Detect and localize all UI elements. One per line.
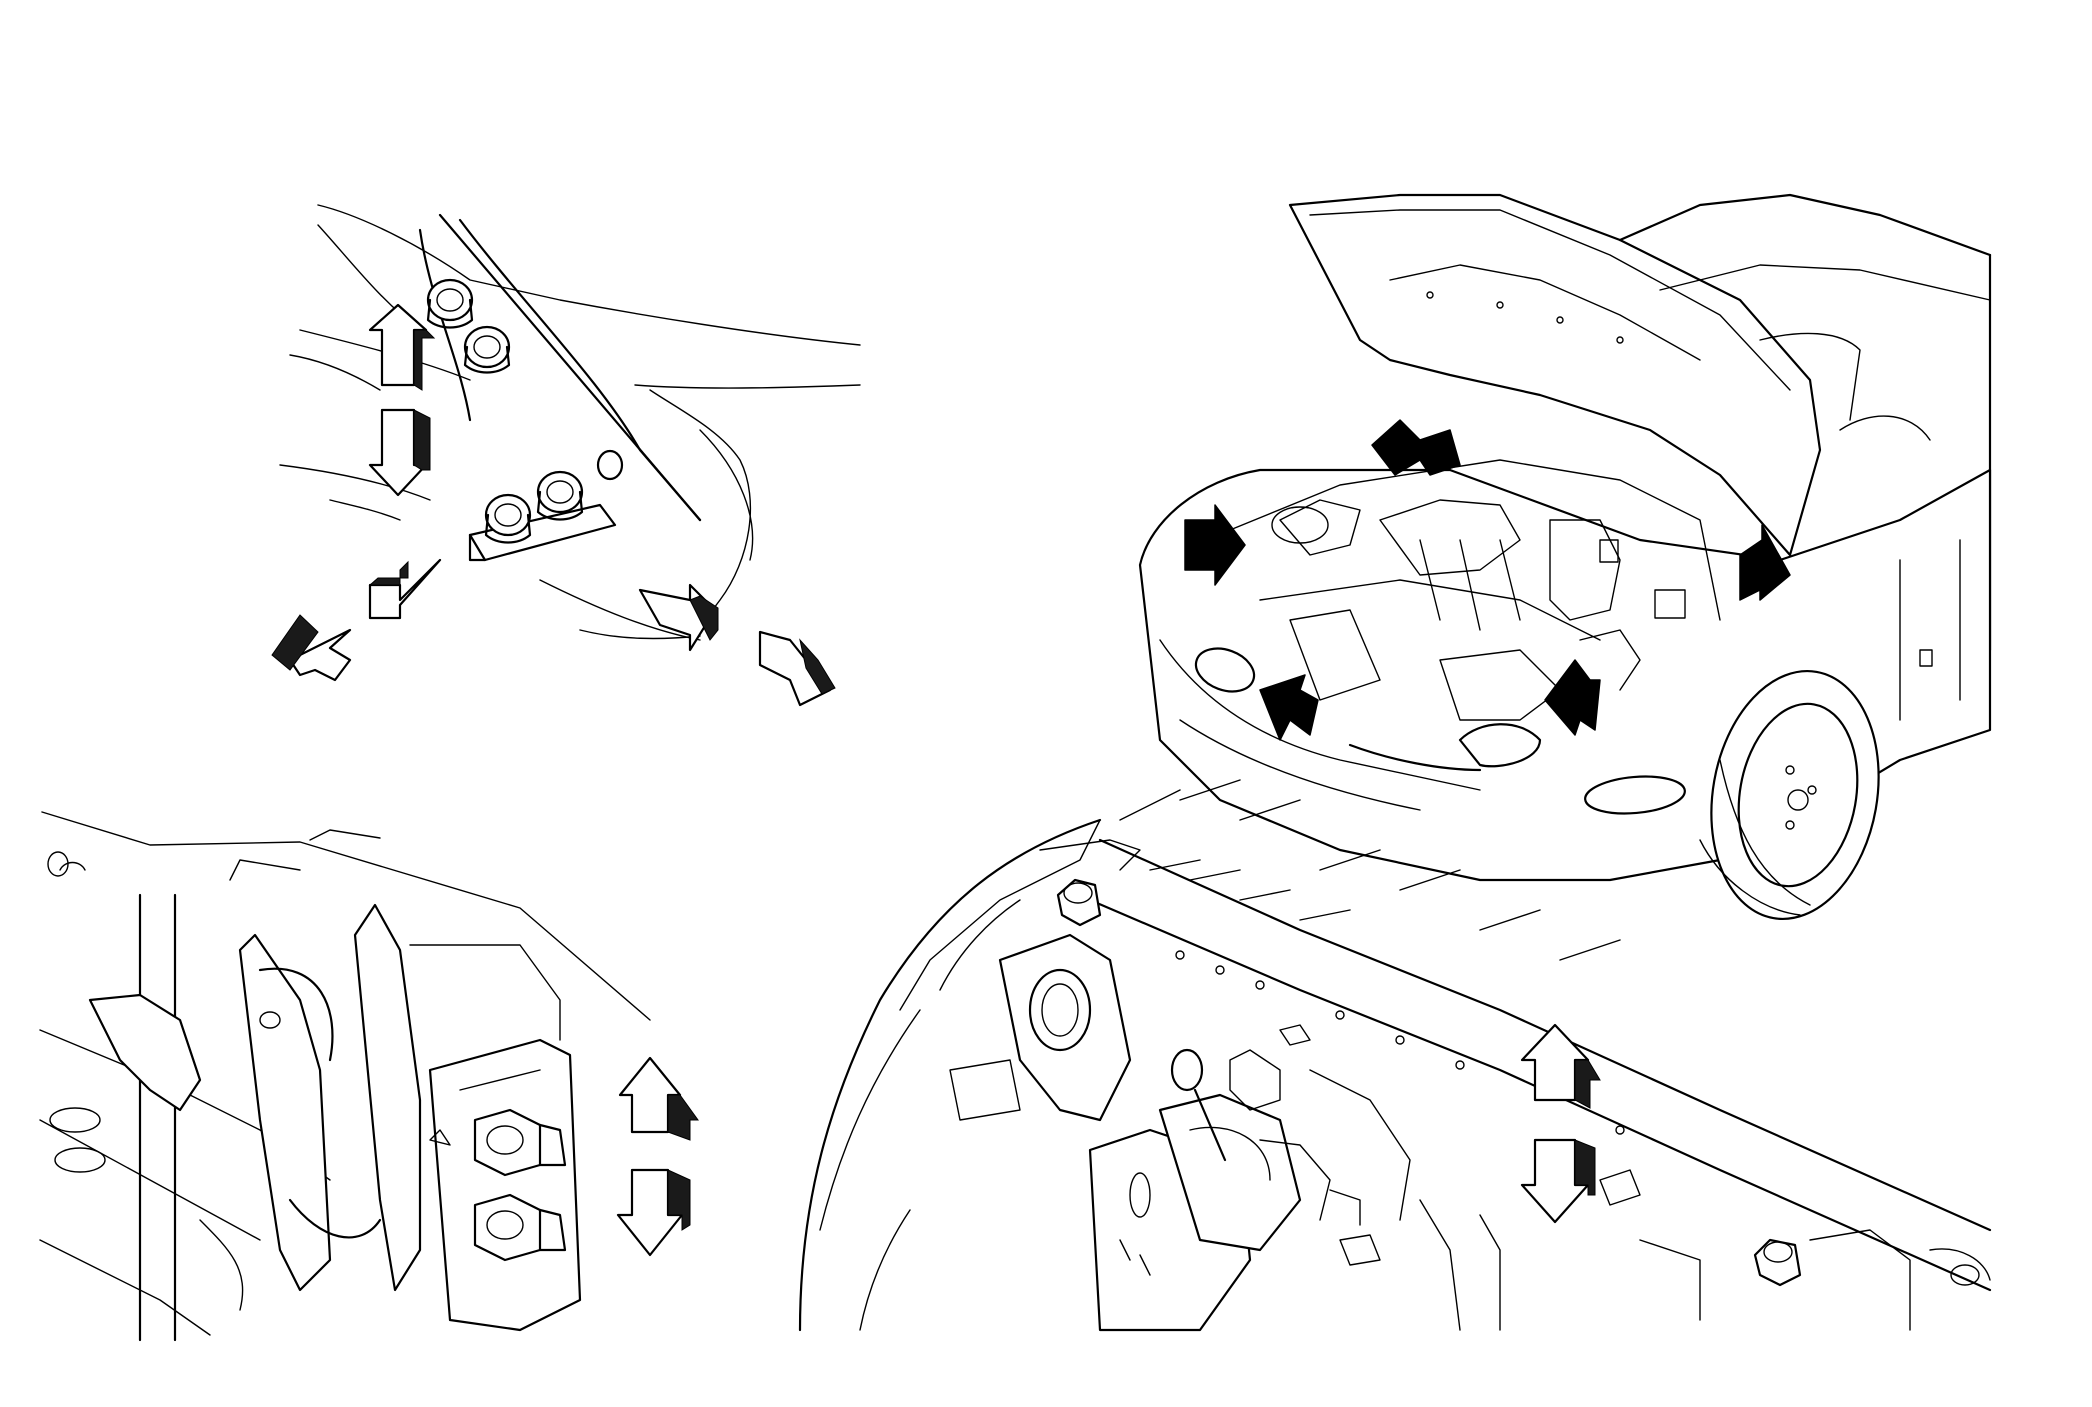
support-frame <box>39 811 651 1342</box>
panel-down-arrow <box>1520 1138 1596 1224</box>
bolt-head-1 <box>426 278 474 329</box>
radiator-support-panel <box>798 779 1992 1332</box>
adjust-arrow-down <box>616 1168 691 1257</box>
pointer-arrow-right <box>1739 524 1791 601</box>
pointer-arrow-bottom-right <box>1544 659 1601 736</box>
front-wheel <box>1699 669 1880 921</box>
panel-up-arrow <box>1520 1023 1601 1109</box>
bracket-plate <box>468 503 617 562</box>
hood-bumper-left <box>1056 878 1102 927</box>
hood-bumper-right <box>1753 1238 1802 1287</box>
side-door-lines <box>1899 539 1961 721</box>
right-side-structure <box>1419 1199 1991 1331</box>
latch-bolt-upper <box>473 1108 567 1177</box>
bolt-head-3 <box>536 470 584 521</box>
fascia-outline <box>798 818 1141 1332</box>
arrow-up-1 <box>368 303 436 391</box>
left-headlamp-mount <box>949 933 1132 1122</box>
bolt-head-4 <box>484 493 532 544</box>
vehicle-hood <box>1288 193 1822 557</box>
pointer-arrow-bottom-left <box>1259 674 1319 741</box>
latch-bolt-lower <box>473 1193 567 1262</box>
pointer-arrow-left <box>1184 504 1246 586</box>
fastener-detail-panel <box>271 204 861 707</box>
latch-center-assembly <box>1088 1048 1411 1332</box>
latch-bracket-panel <box>39 811 699 1342</box>
arrow-down-1 <box>368 408 431 497</box>
vehicle-overview-panel <box>1138 193 1992 921</box>
arrow-down-right-1 <box>758 630 836 707</box>
arrow-left-1 <box>368 558 442 620</box>
pointer-arrow-top <box>1371 419 1461 476</box>
latch-bracket-body <box>88 903 582 1332</box>
arrow-down-left-1 <box>271 614 352 682</box>
bolt-head-2 <box>463 325 511 374</box>
engine-bay <box>1229 459 1721 721</box>
adjust-arrow-up <box>618 1056 699 1141</box>
arrow-right-down-1 <box>638 583 719 652</box>
clip-ring <box>596 449 624 481</box>
body-panel-lines <box>279 204 861 641</box>
